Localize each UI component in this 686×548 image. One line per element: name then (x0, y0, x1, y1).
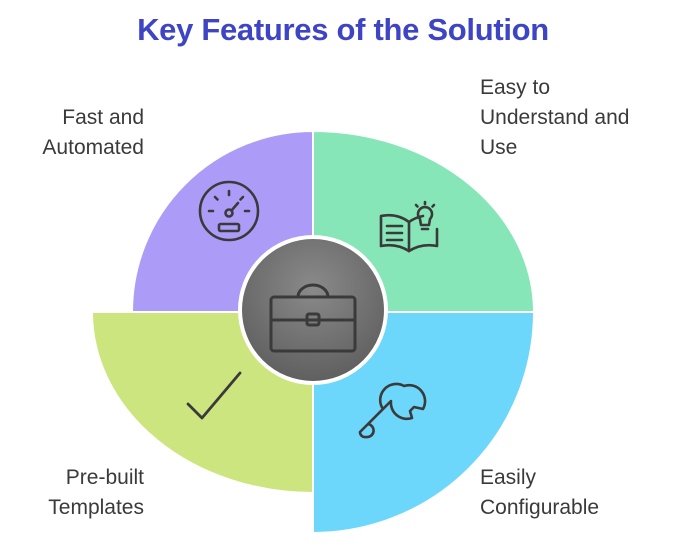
book-lightbulb-icon (379, 200, 439, 253)
label-line: Pre-built (65, 466, 144, 489)
label-line: Understand and (480, 106, 630, 129)
center-circle (238, 235, 388, 385)
label-line: Automated (42, 136, 144, 159)
label-line: Easily (480, 466, 537, 489)
speedometer-icon (198, 180, 260, 242)
segment-easily-configurable (312, 311, 536, 535)
label-easy-to-understand: Easy to Understand and Use (480, 73, 629, 163)
label-line: Configurable (480, 496, 600, 519)
label-line: Fast and (62, 106, 144, 129)
page-title: Key Features of the Solution (137, 12, 549, 47)
checkmark-icon (186, 371, 242, 420)
label-pre-built-templates: Pre-built Templates (48, 463, 144, 523)
label-fast-and-automated: Fast and Automated (42, 103, 144, 163)
label-line: Easy to (480, 76, 551, 99)
briefcase-icon (269, 283, 357, 353)
label-easily-configurable: Easily Configurable (480, 463, 599, 523)
label-line: Templates (48, 496, 144, 519)
wrench-icon (358, 382, 427, 439)
label-line: Use (480, 136, 518, 159)
